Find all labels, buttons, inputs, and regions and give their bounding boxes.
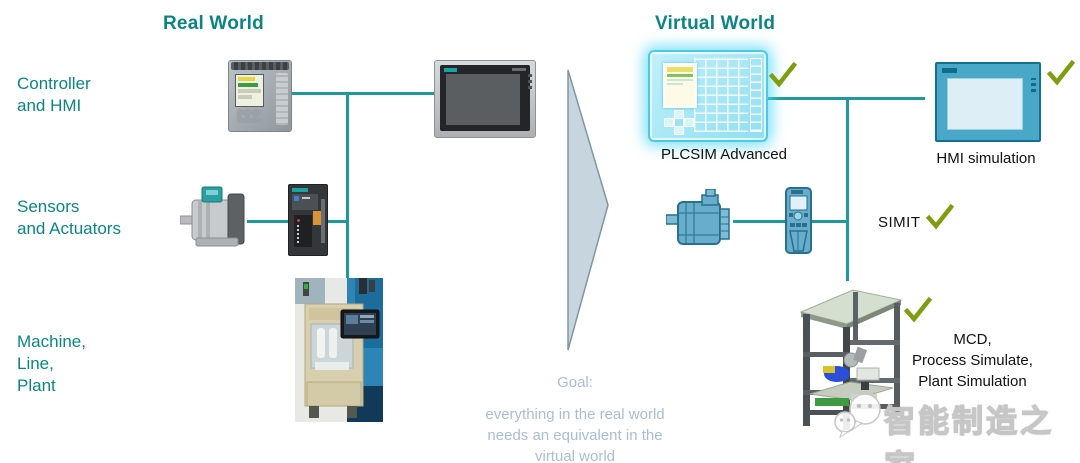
check-icon <box>926 203 954 230</box>
label-machine-line-plant: Machine, Line, Plant <box>17 331 86 397</box>
plc-display-row <box>238 89 261 93</box>
siemens-logo-strip <box>444 68 457 72</box>
plcsim-advanced-image <box>648 50 768 142</box>
hmi-simulation-label: HMI simulation <box>936 150 1036 167</box>
check-icon <box>904 296 932 323</box>
label-line: and Actuators <box>17 219 121 238</box>
goal-line: virtual world <box>534 448 616 463</box>
connector-real-motor-drive <box>247 220 290 223</box>
plcsim-display <box>663 63 697 108</box>
plcsim-grid-pattern <box>694 58 748 132</box>
connector-real-drive-bus <box>326 220 348 223</box>
plcsim-display-row <box>667 83 683 85</box>
plc-keypad <box>237 109 261 123</box>
plc-display-row <box>238 95 252 99</box>
real-world-title: Real World <box>163 13 264 34</box>
label-line: Plant <box>17 376 56 395</box>
goal-heading: Goal: <box>557 374 593 391</box>
virtual-drive-image <box>785 187 812 254</box>
wechat-icon <box>834 393 881 438</box>
connector-real-vertical <box>346 92 349 280</box>
label-sensors-actuators: Sensors and Actuators <box>17 196 121 240</box>
plcsim-advanced-label: PLCSIM Advanced <box>661 146 787 163</box>
plcsim-display-row <box>667 67 693 72</box>
hmi-bezel <box>440 65 530 131</box>
label-line: and HMI <box>17 96 82 115</box>
label-line: Controller <box>17 74 91 93</box>
connector-virtual-motor-drive <box>733 220 785 223</box>
real-drive-photo <box>288 184 328 256</box>
plcsim-terminal-column <box>750 58 762 132</box>
label-line: Machine, <box>17 332 86 351</box>
hmi-side-marks <box>1031 78 1036 92</box>
check-icon <box>1047 59 1075 86</box>
drive-warning-label <box>313 211 322 225</box>
hmi-simulation-image <box>935 62 1041 142</box>
plc-connector-strip <box>231 62 289 70</box>
drive-upper-panel <box>292 194 318 210</box>
mcd-label: MCD, Process Simulate, Plant Simulation <box>885 329 1060 392</box>
connector-real-plc-hmi <box>272 92 434 95</box>
plc-display <box>235 74 264 107</box>
plc-display-row <box>238 77 255 81</box>
mcd-label-line: MCD, <box>953 331 992 348</box>
connector-virtual-drive-bus <box>811 220 848 223</box>
connector-virtual-vertical <box>846 97 849 281</box>
label-controller-hmi: Controller and HMI <box>17 73 91 117</box>
goal-text: Goal: everything in the real world needs… <box>425 372 725 463</box>
drive-side-rail <box>321 199 325 243</box>
goal-line: everything in the real world <box>485 406 665 423</box>
real-machine-photo <box>295 278 383 422</box>
real-hmi-photo <box>434 60 536 138</box>
plc-side-flange <box>276 73 288 125</box>
real-plc-photo <box>228 60 292 132</box>
simit-label: SIMIT <box>878 214 921 231</box>
plcsim-dpad <box>664 110 694 135</box>
hmi-side-buttons <box>528 71 532 89</box>
virtual-motor-image <box>666 189 730 245</box>
transition-arrow <box>567 69 609 351</box>
check-icon <box>769 61 797 88</box>
hmi-simulation-screen <box>947 78 1023 130</box>
siemens-logo-strip <box>292 188 308 192</box>
mcd-label-line: Process Simulate, <box>912 352 1033 369</box>
plc-display-row <box>238 83 258 87</box>
plcsim-display-row <box>667 74 693 77</box>
label-line: Sensors <box>17 197 80 216</box>
real-motor-photo <box>180 186 245 247</box>
plcsim-display-row <box>667 79 693 81</box>
watermark-text: 智能制造之家 <box>883 403 1054 463</box>
virtual-world-title: Virtual World <box>655 13 776 34</box>
hmi-model-marking <box>512 68 526 71</box>
drive-lower-panel <box>294 215 312 247</box>
mcd-label-line: Plant Simulation <box>918 373 1027 390</box>
siemens-logo-strip <box>942 68 957 73</box>
goal-line: needs an equivalent in the <box>487 427 663 444</box>
hmi-screen <box>446 74 520 125</box>
label-line: Line, <box>17 354 54 373</box>
connector-virtual-plcsim-hmi <box>766 97 925 100</box>
